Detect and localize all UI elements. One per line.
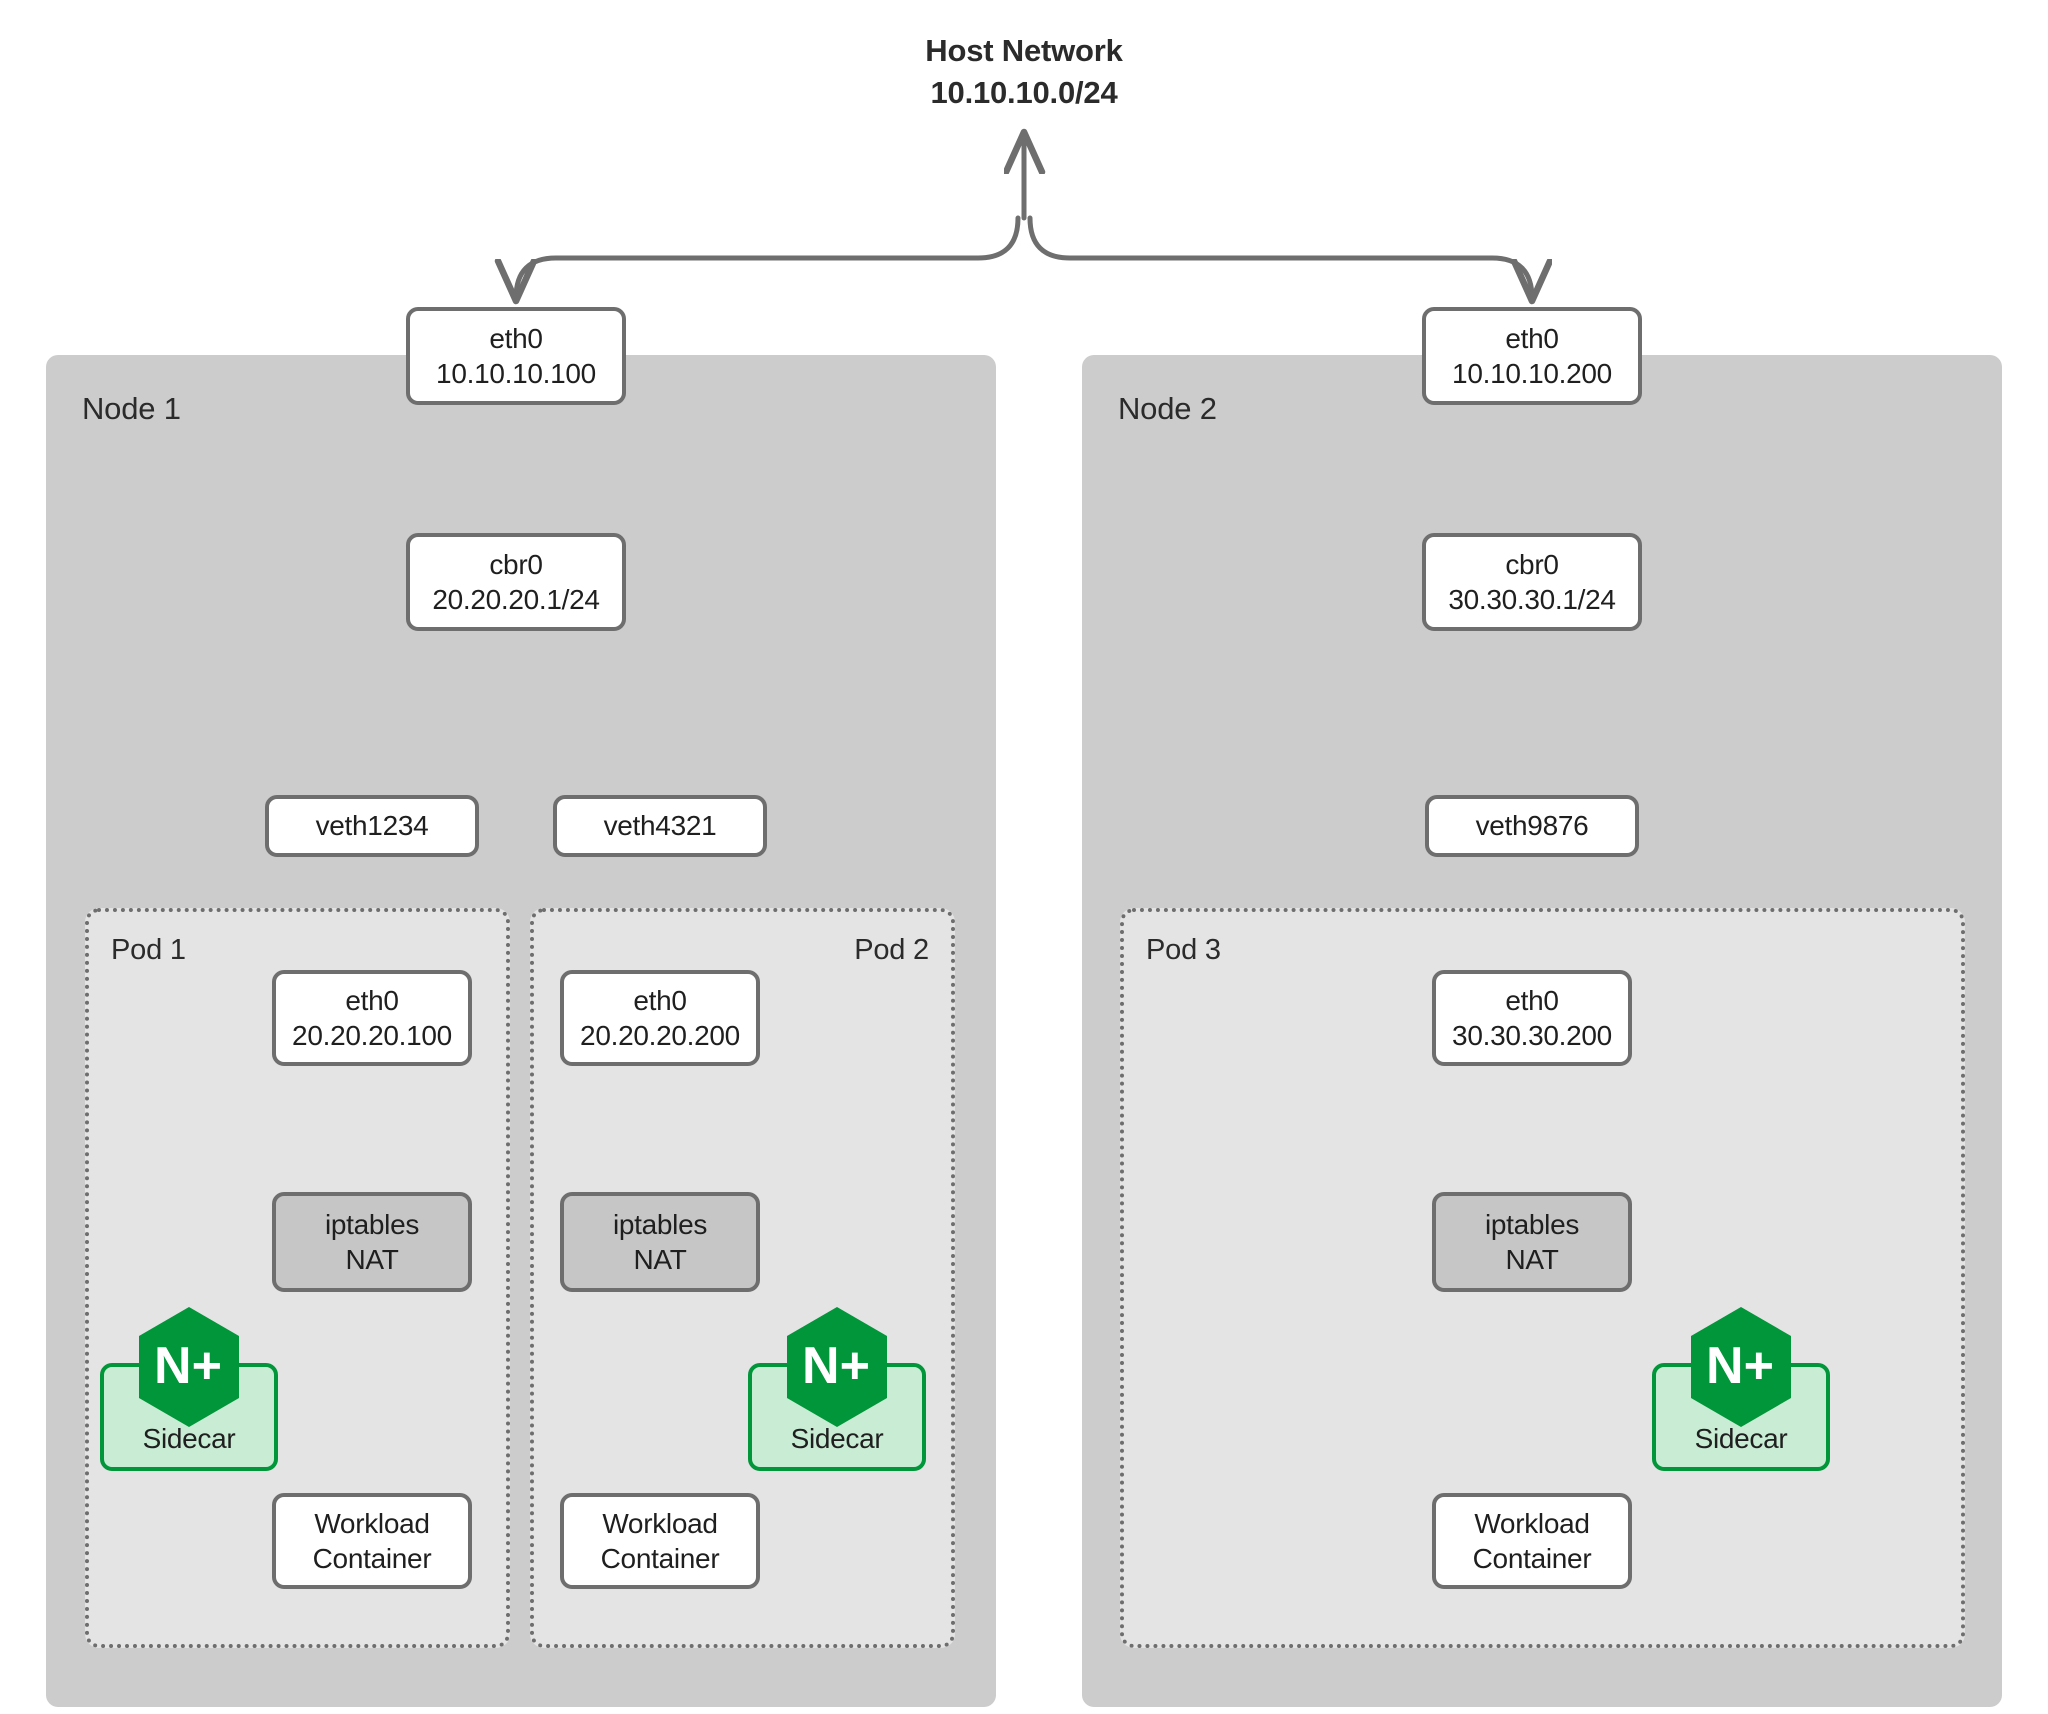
node-1-label: Node 1 <box>82 391 181 426</box>
pod-1-eth0-name: eth0 <box>345 984 399 1016</box>
node-2-eth0-ip: 10.10.10.200 <box>1452 358 1612 389</box>
pod-3-sidecar-box[interactable]: N+ Sidecar <box>1652 1307 1830 1471</box>
pod-3-iptables-nat-box[interactable]: iptables NAT <box>1432 1192 1632 1292</box>
node-1-cbr0-ip: 20.20.20.1/24 <box>432 584 600 615</box>
pod-1-iptables-nat-box[interactable]: iptables NAT <box>272 1192 472 1292</box>
node-2-cbr0-name: cbr0 <box>1505 548 1559 580</box>
node-2-cbr0-box[interactable]: cbr0 30.30.30.1/24 <box>1422 533 1642 631</box>
pod-3-nat-line2: NAT <box>1505 1244 1559 1275</box>
node-2-eth0-name: eth0 <box>1505 322 1559 354</box>
nginx-plus-icon: N+ <box>1687 1305 1795 1429</box>
pod-2-sidecar-label: Sidecar <box>790 1423 884 1454</box>
pod-1-sidecar-label: Sidecar <box>142 1423 236 1454</box>
nginx-plus-icon: N+ <box>783 1305 891 1429</box>
pod-2-workload-container-box[interactable]: Workload Container <box>560 1493 760 1589</box>
pod-3-eth0-ip: 30.30.30.200 <box>1452 1020 1612 1051</box>
node-1-eth0-box[interactable]: eth0 10.10.10.100 <box>406 307 626 405</box>
pod-1-eth0-box[interactable]: eth0 20.20.20.100 <box>272 970 472 1066</box>
pod-3-workload-container-box[interactable]: Workload Container <box>1432 1493 1632 1589</box>
node-1-cbr0-box[interactable]: cbr0 20.20.20.1/24 <box>406 533 626 631</box>
pod-3-workload-line1: Workload <box>1474 1507 1590 1539</box>
svg-text:N+: N+ <box>802 1337 870 1395</box>
node-1-eth0-name: eth0 <box>489 322 543 354</box>
pod-1-eth0-ip: 20.20.20.100 <box>292 1020 452 1051</box>
pod-1-sidecar-box[interactable]: N+ Sidecar <box>100 1307 278 1471</box>
node-1-veth-4321-label: veth4321 <box>603 810 717 842</box>
pod-1-nat-line2: NAT <box>345 1244 399 1275</box>
pod-2-eth0-box[interactable]: eth0 20.20.20.200 <box>560 970 760 1066</box>
pod-2-nat-line1: iptables <box>612 1208 708 1240</box>
svg-text:N+: N+ <box>1706 1337 1774 1395</box>
pod-2-workload-line1: Workload <box>602 1507 718 1539</box>
pod-1-workload-container-box[interactable]: Workload Container <box>272 1493 472 1589</box>
pod-1-workload-line1: Workload <box>314 1507 430 1539</box>
nginx-plus-icon: N+ <box>135 1305 243 1429</box>
node-2-veth-9876-box[interactable]: veth9876 <box>1425 795 1639 857</box>
pod-1-workload-line2: Container <box>312 1543 432 1574</box>
pod-1-label: Pod 1 <box>111 934 186 966</box>
pod-2-eth0-ip: 20.20.20.200 <box>580 1020 740 1051</box>
pod-3-eth0-box[interactable]: eth0 30.30.30.200 <box>1432 970 1632 1066</box>
node-2-cbr0-ip: 30.30.30.1/24 <box>1448 584 1616 615</box>
svg-text:N+: N+ <box>154 1337 222 1395</box>
pod-2-workload-line2: Container <box>600 1543 720 1574</box>
host-network-title-line2: 10.10.10.0/24 <box>930 74 1118 110</box>
node-1-veth-4321-box[interactable]: veth4321 <box>553 795 767 857</box>
node-2-eth0-box[interactable]: eth0 10.10.10.200 <box>1422 307 1642 405</box>
pod-3-label: Pod 3 <box>1146 934 1221 966</box>
pod-1-nat-line1: iptables <box>324 1208 420 1240</box>
host-network-title-line1: Host Network <box>925 33 1123 68</box>
arrow-group-top <box>516 133 1532 300</box>
pod-2-nat-line2: NAT <box>633 1244 687 1275</box>
node-2-label: Node 2 <box>1118 391 1217 426</box>
node-1-veth-1234-box[interactable]: veth1234 <box>265 795 479 857</box>
pod-3-nat-line1: iptables <box>1484 1208 1580 1240</box>
node-1-eth0-ip: 10.10.10.100 <box>436 358 596 389</box>
pod-2-iptables-nat-box[interactable]: iptables NAT <box>560 1192 760 1292</box>
pod-2-sidecar-box[interactable]: N+ Sidecar <box>748 1307 926 1471</box>
node-2-veth-9876-label: veth9876 <box>1475 810 1589 842</box>
pod-3-workload-line2: Container <box>1472 1543 1592 1574</box>
pod-3-sidecar-label: Sidecar <box>1694 1423 1788 1454</box>
pod-3-eth0-name: eth0 <box>1505 984 1559 1016</box>
pod-2-eth0-name: eth0 <box>633 984 687 1016</box>
node-1-veth-1234-label: veth1234 <box>315 810 429 842</box>
node-1-cbr0-name: cbr0 <box>489 548 543 580</box>
pod-2-label: Pod 2 <box>854 934 929 966</box>
host-network-title: Host Network 10.10.10.0/24 <box>0 30 2048 114</box>
